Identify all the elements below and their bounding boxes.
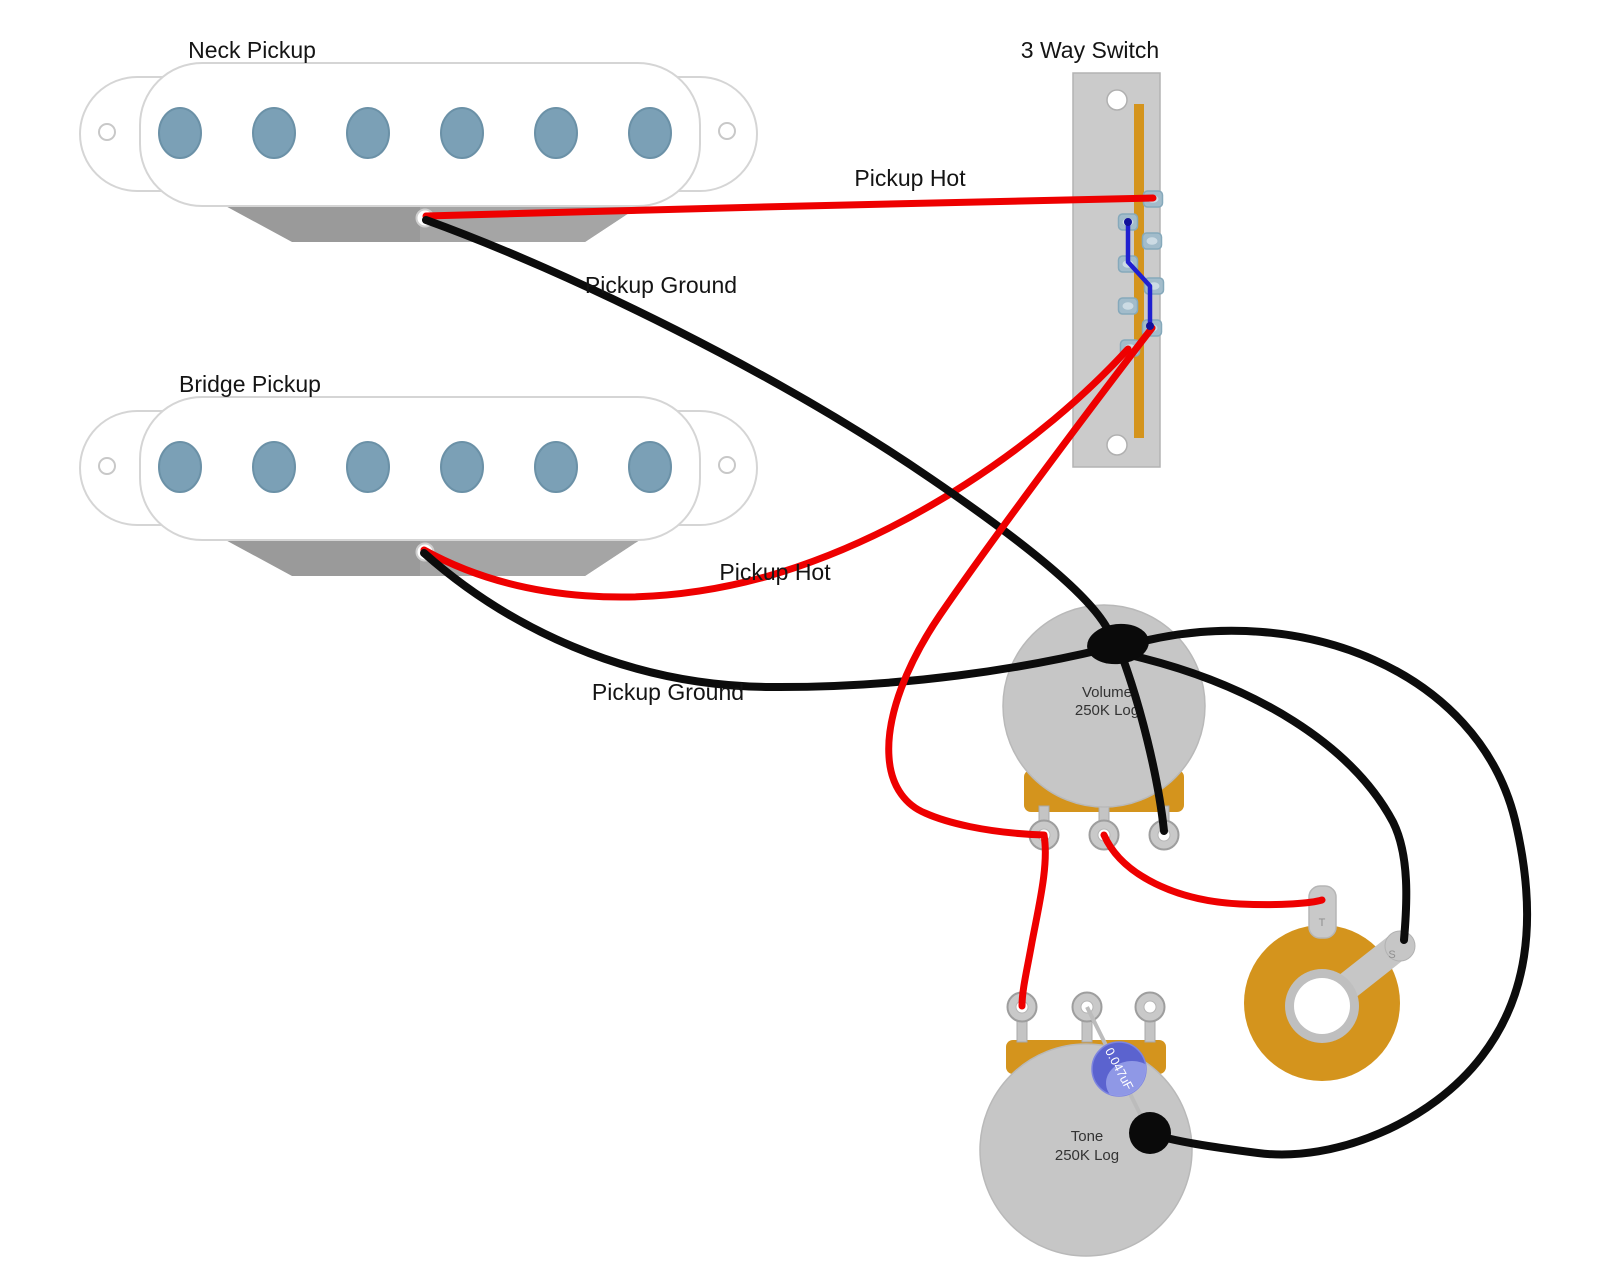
pole-piece [628, 441, 672, 493]
tone-lug-3-hole [1143, 1000, 1157, 1014]
switch-terminal [1117, 297, 1139, 315]
tone-pot: Tone 250K Log [979, 991, 1193, 1257]
pole-piece [440, 107, 484, 159]
pickup-screw-hole [718, 122, 736, 140]
three-way-switch-label: 3 Way Switch [1021, 37, 1159, 63]
pole-piece [346, 107, 390, 159]
tone-pot-body [979, 1043, 1193, 1257]
pole-piece [346, 441, 390, 493]
switch-terminal [1141, 232, 1163, 250]
neck-hot-label: Pickup Hot [854, 165, 966, 191]
wire-volume-to-jack-tip [1100, 831, 1326, 909]
pickup-screw-hole [718, 456, 736, 474]
jack-sleeve-letter: S [1388, 949, 1395, 961]
volume-pot-label-line1: Volume [1082, 684, 1132, 701]
bridge-hot-label: Pickup Hot [719, 559, 831, 585]
wire-neck-ground [422, 216, 1116, 644]
neck-ground-label: Pickup Ground [585, 272, 737, 298]
tone-pot-lugs [1006, 991, 1166, 1023]
selector-jumper-joint [1146, 322, 1154, 330]
tone-pot-label-line2: 250K Log [1055, 1147, 1119, 1164]
jack-tip-tab [1308, 885, 1337, 939]
switch-screw-hole-top [1106, 89, 1128, 111]
output-jack: T S [1244, 885, 1416, 1081]
jack-hole [1294, 978, 1350, 1034]
switch-screw-hole-bottom [1106, 434, 1128, 456]
neck-pickup [79, 62, 758, 242]
wire-neck-hot [422, 194, 1157, 220]
wire-selector-jumper [1125, 219, 1153, 329]
pole-piece [440, 441, 484, 493]
three-way-switch [1072, 72, 1165, 468]
pole-piece [252, 441, 296, 493]
pickup-cover [139, 396, 701, 541]
pole-pieces [158, 107, 672, 159]
pickup-screw-hole [98, 457, 116, 475]
pickup-cover [139, 62, 701, 207]
wire-volume-to-jack-sleeve [1130, 652, 1411, 944]
pole-piece [534, 107, 578, 159]
switch-plate [1072, 72, 1161, 468]
wire-volume-ground-stub [1118, 652, 1168, 835]
wire-bridge-hot [420, 345, 1132, 601]
wire-switch-to-volume-and-tone [885, 324, 1156, 1010]
neck-pickup-label: Neck Pickup [188, 37, 316, 63]
bridge-pickup-label: Bridge Pickup [179, 371, 321, 397]
bridge-ground-label: Pickup Ground [592, 679, 744, 705]
pole-piece [158, 441, 202, 493]
capacitor: 0.047uF [1085, 1006, 1150, 1131]
pole-pieces [158, 441, 672, 493]
wire-volume-to-tone-ground-loop [1136, 626, 1532, 1159]
pole-piece [158, 107, 202, 159]
selector-jumper-joint [1124, 218, 1132, 226]
volume-pot-label-line2: 250K Log [1075, 702, 1139, 719]
bridge-pickup [79, 396, 758, 576]
diagram-labels: Neck Pickup Bridge Pickup 3 Way Switch P… [179, 37, 1159, 705]
pole-piece [252, 107, 296, 159]
pole-piece [628, 107, 672, 159]
wires [420, 194, 1532, 1159]
tone-pot-label-line1: Tone [1071, 1128, 1104, 1145]
tone-solder-joint [1129, 1112, 1171, 1154]
pickup-screw-hole [98, 123, 116, 141]
wire-bridge-ground [420, 549, 1108, 692]
pole-piece [534, 441, 578, 493]
volume-solder-joint [1087, 623, 1149, 665]
jack-tip-letter: T [1319, 917, 1326, 929]
